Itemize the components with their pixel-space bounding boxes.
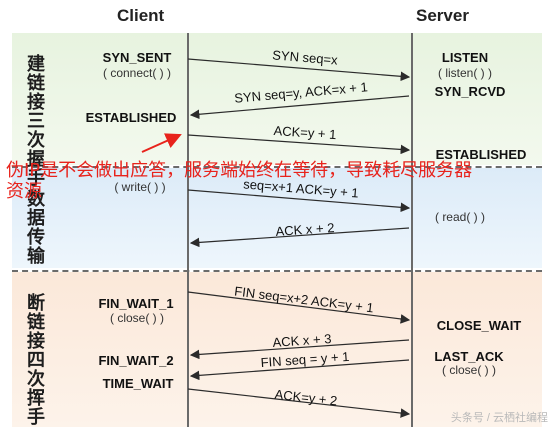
client-close-call: ( close( ) ) [110,311,164,325]
server-listen-call: ( listen( ) ) [438,66,492,80]
client-state-fin-wait-2: FIN_WAIT_2 [98,353,174,368]
arrow-data [187,189,411,213]
client-connect-call: ( connect( ) ) [102,66,171,80]
arrow-ack [187,134,411,155]
client-lifeline [187,33,189,427]
server-read-call: ( read( ) ) [434,210,485,224]
annotation-pointer [141,133,182,153]
client-header: Client [117,6,165,25]
server-state-close-wait: CLOSE_WAIT [436,318,522,333]
server-state-last-ack: LAST_ACK [434,349,504,364]
server-header: Server [416,6,469,25]
client-state-established: ESTABLISHED [85,110,177,125]
arrow-fin-server [189,359,410,381]
client-state-syn-sent: SYN_SENT [102,50,172,65]
client-state-fin-wait-1: FIN_WAIT_1 [98,296,174,311]
arrow-fin-client [187,291,411,324]
syn-flood-annotation: 伪IP是不会做出应答，服务端始终在等待，导致耗尽服务器资源 [6,160,473,202]
arrow-syn [187,58,411,82]
server-state-established: ESTABLISHED [435,147,527,162]
arrow-final-ack [187,388,411,418]
client-write-call: ( write( ) ) [114,180,166,194]
arrow-syn-ack [189,95,410,120]
arrow-ack-x3 [189,339,410,360]
server-lifeline [411,33,413,427]
handshake-section [12,33,542,165]
section-label-disconnect: 断链接四次挥手 [25,292,45,426]
client-state-time-wait: TIME_WAIT [102,376,174,391]
section-divider [12,270,542,272]
section-label-connect: 建链接三次握手 [25,53,45,187]
data-transfer-section [12,168,542,268]
arrow-data-ack [189,227,410,248]
section-label-data: 数据传输 [25,189,45,265]
server-state-listen: LISTEN [441,50,489,65]
server-close-call: ( close( ) ) [442,363,496,377]
server-state-syn-rcvd: SYN_RCVD [434,84,506,99]
watermark: 头条号 / 云栖社编程 [450,412,548,424]
section-divider [12,166,542,168]
